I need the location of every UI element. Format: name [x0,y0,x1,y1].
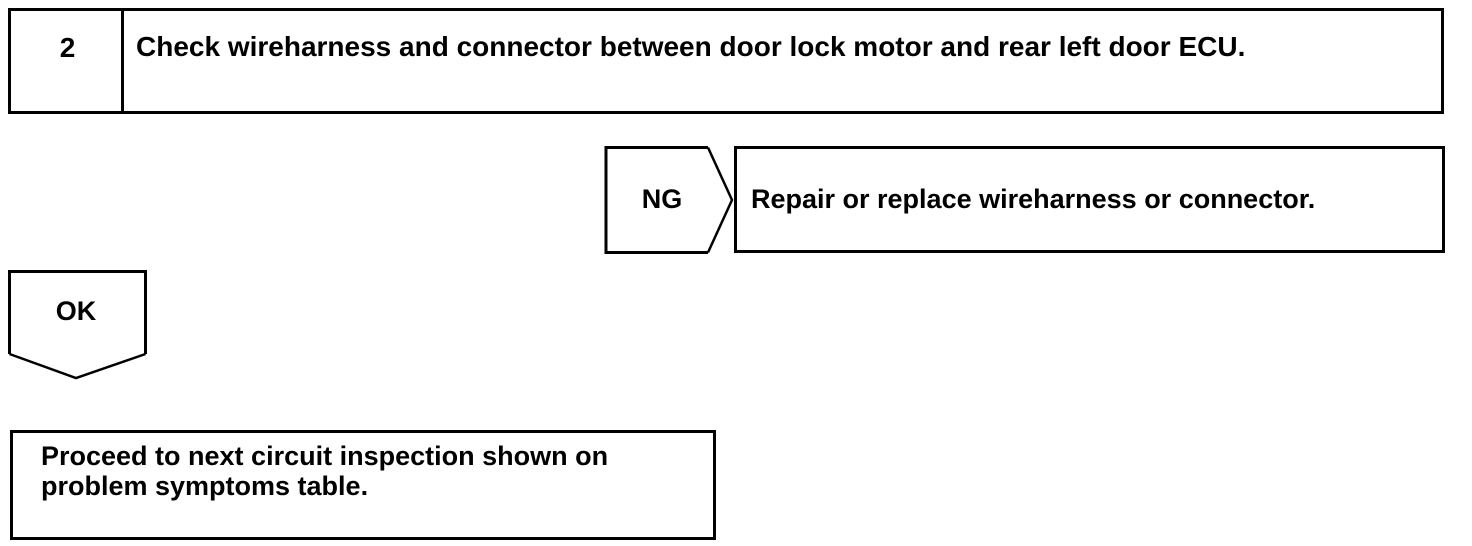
step-box: 2 Check wireharness and connector betwee… [8,8,1444,114]
ok-arrow-shape [8,270,147,380]
step-number-cell: 2 [11,11,124,111]
ok-action-text: Proceed to next circuit inspection shown… [41,441,609,501]
step-title: Check wireharness and connector between … [136,31,1246,62]
ng-action-box: Repair or replace wireharness or connect… [734,146,1445,253]
ng-label: NG [641,184,683,214]
ng-action-text: Repair or replace wireharness or connect… [751,184,1316,214]
ok-action-box: Proceed to next circuit inspection shown… [10,430,716,540]
ok-label: OK [55,296,97,326]
ng-arrow-shape [604,146,734,254]
step-number: 2 [59,32,76,63]
